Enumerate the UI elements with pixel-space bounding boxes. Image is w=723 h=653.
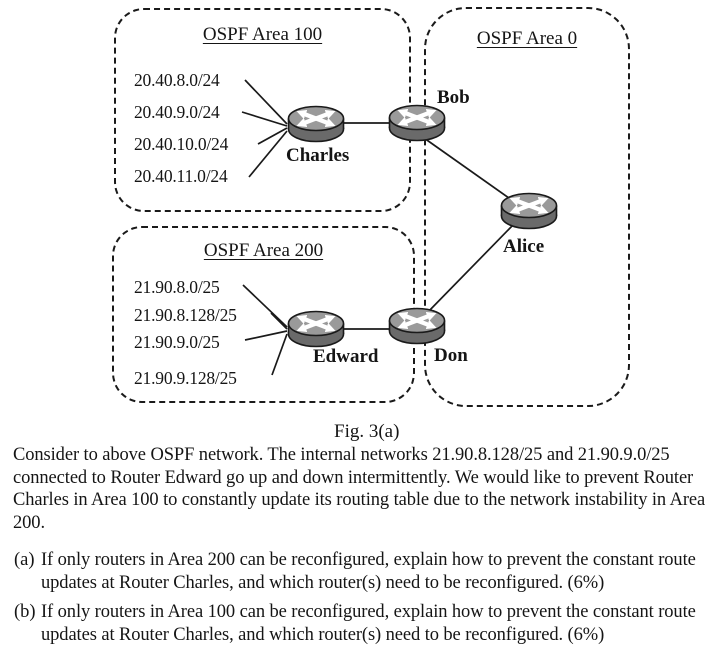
question-item-b: (b) If only routers in Area 100 can be r… [14, 601, 709, 646]
area-100-title: OSPF Area 100 [202, 24, 323, 45]
router-label-don: Don [434, 345, 468, 366]
network-label-21-90-9-0: 21.90.9.0/25 [134, 332, 220, 352]
router-label-edward: Edward [313, 346, 379, 367]
network-label-21-90-9-128: 21.90.9.128/25 [134, 368, 237, 388]
network-label-20-40-9: 20.40.9.0/24 [134, 102, 220, 122]
question-intro: Consider to above OSPF network. The inte… [13, 445, 706, 533]
question-item-a: (a) If only routers in Area 200 can be r… [14, 549, 709, 594]
network-label-21-90-8-0: 21.90.8.0/25 [134, 277, 220, 297]
item-b-marker: (b) [14, 602, 36, 622]
router-label-charles: Charles [286, 145, 350, 166]
area-0-title: OSPF Area 0 [476, 28, 578, 49]
router-label-bob: Bob [437, 87, 470, 108]
item-a-text: If only routers in Area 200 can be recon… [41, 550, 696, 593]
item-b-text: If only routers in Area 100 can be recon… [41, 602, 696, 645]
area-0-boundary: OSPF Area 0 [424, 7, 630, 407]
network-label-21-90-8-128: 21.90.8.128/25 [134, 305, 237, 325]
network-label-20-40-8: 20.40.8.0/24 [134, 70, 220, 90]
item-a-marker: (a) [14, 550, 35, 570]
figure-caption: Fig. 3(a) [334, 421, 400, 442]
router-label-alice: Alice [503, 236, 545, 257]
network-label-20-40-11: 20.40.11.0/24 [134, 166, 228, 186]
network-label-20-40-10: 20.40.10.0/24 [134, 134, 229, 154]
area-200-title: OSPF Area 200 [203, 240, 324, 261]
ospf-network-diagram: OSPF Area 100 OSPF Area 200 OSPF Area 0 … [112, 7, 630, 407]
